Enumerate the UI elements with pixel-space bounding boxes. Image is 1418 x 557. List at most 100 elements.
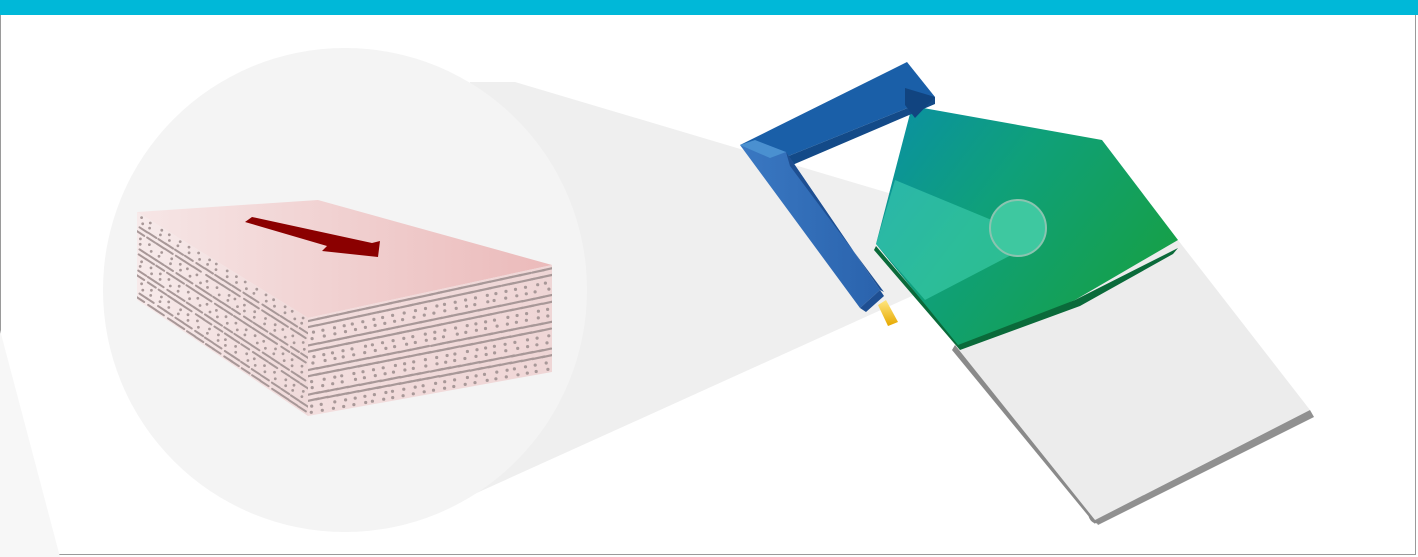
fiber-dot [443, 386, 447, 390]
fiber-dot [301, 316, 305, 320]
fiber-dot [403, 362, 407, 366]
fiber-dot [514, 320, 519, 324]
fiber-dot [393, 319, 397, 323]
fiber-dot [453, 300, 457, 304]
extruder-nozzle-icon [878, 300, 898, 326]
fiber-dot [206, 286, 209, 289]
fiber-dash [230, 354, 241, 362]
fiber-dot [434, 381, 438, 385]
fiber-dot [235, 281, 238, 284]
fiber-dot [424, 338, 428, 342]
fiber-dash [386, 306, 401, 312]
fiber-dash [154, 281, 165, 289]
fiber-dot [255, 287, 259, 291]
fiber-dot [363, 344, 368, 348]
accent-stripe [0, 0, 1418, 15]
fiber-dot [331, 382, 335, 386]
fiber-dot [444, 360, 448, 364]
fiber-dash [166, 271, 176, 279]
fiber-dot [484, 346, 488, 350]
fiber-dot [321, 384, 325, 388]
fiber-dot [243, 303, 246, 307]
fiber-dot [421, 384, 425, 388]
fiber-dash [261, 309, 272, 317]
fiber-dash [146, 236, 157, 244]
fiber-dot [342, 324, 346, 328]
fiber-dash [315, 321, 331, 327]
fiber-dot [158, 300, 162, 303]
fiber-dot [208, 327, 211, 331]
fiber-dash [426, 375, 441, 380]
fiber-dot [505, 368, 509, 372]
fiber-dash [261, 351, 272, 359]
fiber-dash [479, 339, 494, 344]
fiber-dash [487, 284, 502, 290]
fiber-dot [311, 330, 316, 334]
fiber-dash [230, 336, 241, 344]
fiber-dot [186, 267, 189, 271]
fiber-dot [546, 307, 550, 311]
fiber-dash [213, 319, 223, 327]
fiber-dash [154, 309, 165, 317]
fiber-dot [495, 324, 499, 328]
fiber-dot [264, 299, 268, 303]
fiber-dash [509, 300, 524, 305]
fiber-dot [167, 300, 171, 304]
fiber-dot [178, 262, 182, 266]
fiber-dot [272, 298, 275, 302]
fiber-dot [148, 243, 151, 247]
fiber-dot [505, 322, 509, 326]
fiber-dash [477, 280, 492, 286]
fiber-dot [196, 319, 199, 323]
fiber-dot [525, 371, 529, 375]
fiber-dot [465, 324, 469, 328]
fiber-dot [342, 404, 346, 409]
fiber-dot [255, 341, 259, 345]
fiber-dash [261, 303, 272, 311]
fiber-dot [465, 349, 469, 354]
fiber-dot [141, 288, 145, 292]
fiber-dot [252, 357, 256, 361]
fiber-dot [253, 310, 257, 314]
fiber-dash [416, 370, 431, 376]
fiber-dot [273, 304, 276, 308]
fiber-dash [137, 269, 148, 277]
fiber-dot [494, 377, 498, 381]
fiber-dot [236, 305, 239, 308]
fiber-dot [158, 278, 162, 281]
fiber-dot [188, 274, 192, 278]
fiber-dot [224, 344, 227, 347]
fiber-dot [197, 325, 200, 329]
fiber-dash [270, 309, 280, 317]
fiber-dot [215, 309, 218, 312]
fiber-dot [523, 365, 528, 369]
fiber-dash [221, 284, 232, 292]
fiber-dot [291, 334, 295, 338]
fiber-dot [504, 375, 508, 379]
fiber-dash [541, 266, 552, 272]
fiber-dot [208, 258, 212, 262]
fiber-dash [202, 289, 213, 297]
fiber-dot [383, 321, 387, 325]
fiber-dot [370, 399, 374, 403]
fiber-dot [198, 258, 202, 261]
fiber-dash [436, 321, 451, 327]
fiber-dash [163, 309, 174, 317]
fiber-dash [386, 350, 401, 356]
fiber-dot [179, 268, 182, 272]
fiber-dash [296, 331, 307, 340]
fiber-dot [412, 360, 416, 364]
fiber-dash [387, 375, 402, 381]
fiber-dot [504, 349, 508, 353]
fiber-dash [416, 300, 431, 305]
fiber-dash [271, 387, 282, 395]
fiber-dot [485, 293, 489, 297]
fiber-dot [494, 292, 498, 296]
fiber-dot [140, 282, 144, 286]
fiber-dot [245, 287, 248, 291]
fiber-dash [240, 360, 251, 369]
fiber-dot [188, 297, 192, 301]
fiber-dot [424, 364, 428, 368]
fiber-dot [262, 339, 266, 343]
fiber-dash [173, 299, 184, 307]
